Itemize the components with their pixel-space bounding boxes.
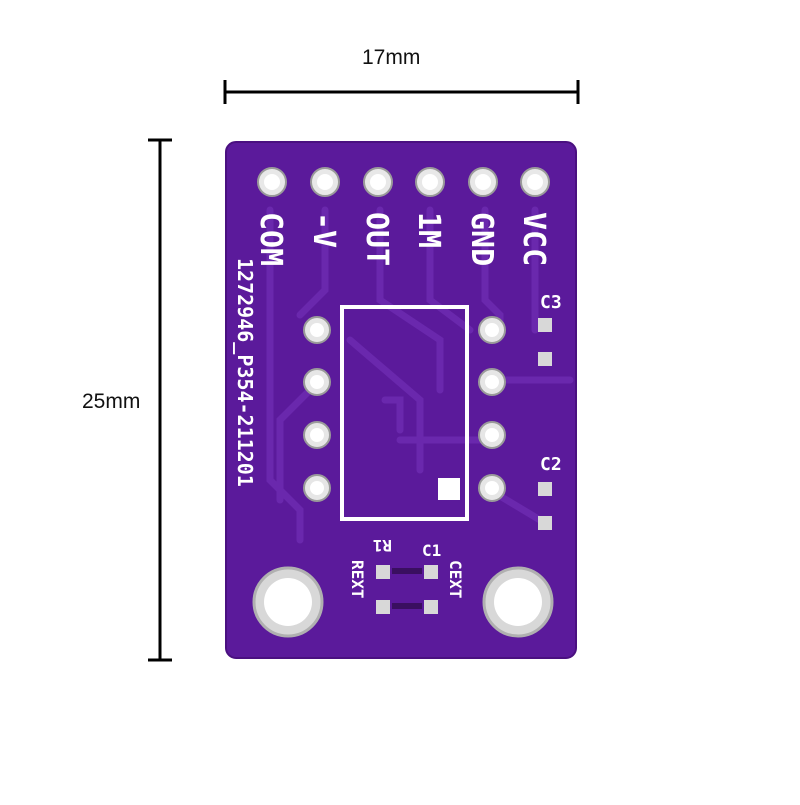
c2-label: C2	[540, 454, 562, 475]
height-dimension-label: 25mm	[82, 390, 141, 413]
r1-label: R1	[373, 536, 392, 555]
c3-pad-top	[538, 318, 552, 332]
r1-pad-bottom	[376, 600, 390, 614]
rext-cext-bar-bottom	[392, 603, 422, 609]
pin-label-vcc: VCC	[516, 212, 551, 266]
c1-pad-bottom	[424, 600, 438, 614]
width-dimension-line	[223, 80, 580, 104]
height-dimension-line	[148, 138, 172, 662]
c2-pad-top	[538, 482, 552, 496]
pin-label-out: OUT	[359, 212, 394, 266]
width-dimension-label: 17mm	[362, 46, 421, 69]
c3-label: C3	[540, 292, 562, 313]
pin-label-gnd: GND	[464, 212, 499, 266]
ic-footprint-outline	[340, 305, 469, 521]
pin-label-1m: 1M	[411, 212, 446, 248]
rext-label: REXT	[348, 560, 367, 599]
pin1-marker	[438, 478, 460, 500]
header-pins	[257, 167, 550, 197]
c2-pad-bottom	[538, 516, 552, 530]
c3-pad-bottom	[538, 352, 552, 366]
dip-holes	[303, 316, 506, 502]
r1-pad-top	[376, 565, 390, 579]
c1-label: C1	[422, 541, 441, 560]
part-number-label: 1272946_P354-211201	[233, 258, 257, 487]
cext-label: CEXT	[446, 560, 465, 599]
mounting-hole-left	[252, 566, 324, 638]
mounting-hole-right	[482, 566, 554, 638]
pin-label-neg-v: -V	[306, 212, 341, 248]
c1-pad-top	[424, 565, 438, 579]
pcb-board: COM -V OUT 1M GND VCC 1272946_P354-21120…	[225, 141, 577, 659]
rext-cext-bar-top	[392, 568, 422, 574]
pin-label-com: COM	[253, 212, 288, 266]
pcb-traces	[266, 206, 574, 544]
